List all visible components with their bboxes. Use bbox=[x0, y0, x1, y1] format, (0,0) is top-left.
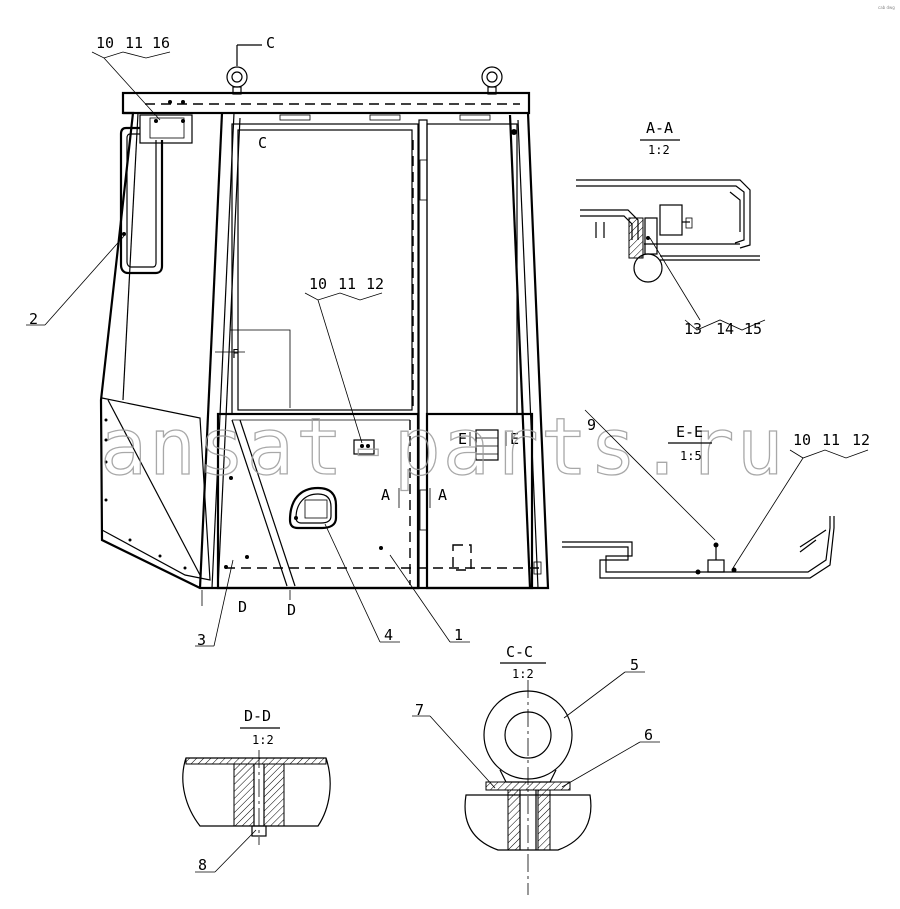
callout-10: 10 bbox=[96, 34, 114, 52]
svg-text:9: 9 bbox=[587, 416, 596, 434]
svg-text:7: 7 bbox=[415, 701, 424, 719]
door-handle bbox=[288, 486, 338, 530]
svg-text:1:5: 1:5 bbox=[680, 449, 702, 463]
svg-text:11: 11 bbox=[338, 275, 356, 293]
door-edge-diagonal bbox=[231, 419, 288, 587]
section-dd-view: D-D 1:2 8 bbox=[182, 707, 331, 874]
svg-text:10: 10 bbox=[309, 275, 327, 293]
section-mark-c-top: C bbox=[266, 34, 275, 52]
svg-text:1:2: 1:2 bbox=[648, 143, 670, 157]
rear-side-panel bbox=[101, 397, 211, 581]
callout-11: 11 bbox=[125, 34, 143, 52]
svg-text:3: 3 bbox=[197, 631, 206, 649]
section-mark-d-left: D bbox=[238, 598, 247, 616]
callout-3: 3 bbox=[195, 559, 234, 649]
lifting-eye-left bbox=[226, 66, 248, 95]
section-aa-view: A-A 1:2 13 14 15 bbox=[576, 119, 766, 338]
side-window bbox=[426, 123, 518, 415]
section-mark-c-inner: C bbox=[258, 134, 267, 152]
callout-top-left: 10 11 16 bbox=[91, 34, 171, 121]
svg-text:10: 10 bbox=[793, 431, 811, 449]
door-lower-panel bbox=[216, 412, 420, 590]
svg-text:15: 15 bbox=[744, 320, 762, 338]
watermark: ansat-parts.ru bbox=[100, 403, 785, 493]
svg-text:13: 13 bbox=[684, 320, 702, 338]
section-mark-e-right: E bbox=[510, 430, 519, 448]
svg-text:12: 12 bbox=[852, 431, 870, 449]
a-pillar bbox=[198, 112, 224, 589]
section-mark-a-right: A bbox=[438, 486, 447, 504]
b-pillar bbox=[508, 114, 532, 589]
svg-text:1:2: 1:2 bbox=[252, 733, 274, 747]
section-mark-d-right: D bbox=[287, 601, 296, 619]
callout-4: 4 bbox=[324, 523, 400, 644]
svg-text:1: 1 bbox=[454, 626, 463, 644]
svg-text:11: 11 bbox=[822, 431, 840, 449]
side-vent bbox=[475, 429, 499, 461]
side-lower-panel bbox=[425, 412, 534, 590]
section-cc-view: C-C 1:2 7 6 5 bbox=[412, 643, 660, 895]
svg-text:A-A: A-A bbox=[646, 119, 673, 137]
svg-text:1:2: 1:2 bbox=[512, 667, 534, 681]
svg-text:5: 5 bbox=[630, 656, 639, 674]
lifting-eye-right bbox=[481, 66, 503, 95]
svg-text:D-D: D-D bbox=[244, 707, 271, 725]
svg-text:2: 2 bbox=[29, 310, 38, 328]
section-mark-a-left: A bbox=[381, 486, 390, 504]
corner-mark: cab dwg bbox=[878, 5, 895, 10]
svg-text:12: 12 bbox=[366, 275, 384, 293]
section-ee-view: E-E 1:5 9 10 11 12 bbox=[562, 409, 870, 579]
svg-text:6: 6 bbox=[644, 726, 653, 744]
callout-16: 16 bbox=[152, 34, 170, 52]
cab-body-outline bbox=[99, 111, 550, 590]
svg-text:C-C: C-C bbox=[506, 643, 533, 661]
front-window bbox=[237, 129, 413, 411]
callout-2: 2 bbox=[26, 235, 125, 328]
svg-text:8: 8 bbox=[198, 856, 207, 874]
grab-handle bbox=[119, 114, 193, 275]
svg-text:E-E: E-E bbox=[676, 423, 703, 441]
svg-text:4: 4 bbox=[384, 626, 393, 644]
svg-text:F: F bbox=[232, 347, 239, 361]
callout-1: 1 bbox=[389, 554, 470, 644]
cab-roof bbox=[121, 91, 531, 115]
cab-main-view: C F bbox=[99, 34, 550, 619]
svg-text:14: 14 bbox=[716, 320, 734, 338]
section-mark-e-left: E bbox=[458, 430, 467, 448]
callout-center: 10 11 12 bbox=[304, 275, 384, 444]
upper-hinge bbox=[419, 159, 428, 201]
